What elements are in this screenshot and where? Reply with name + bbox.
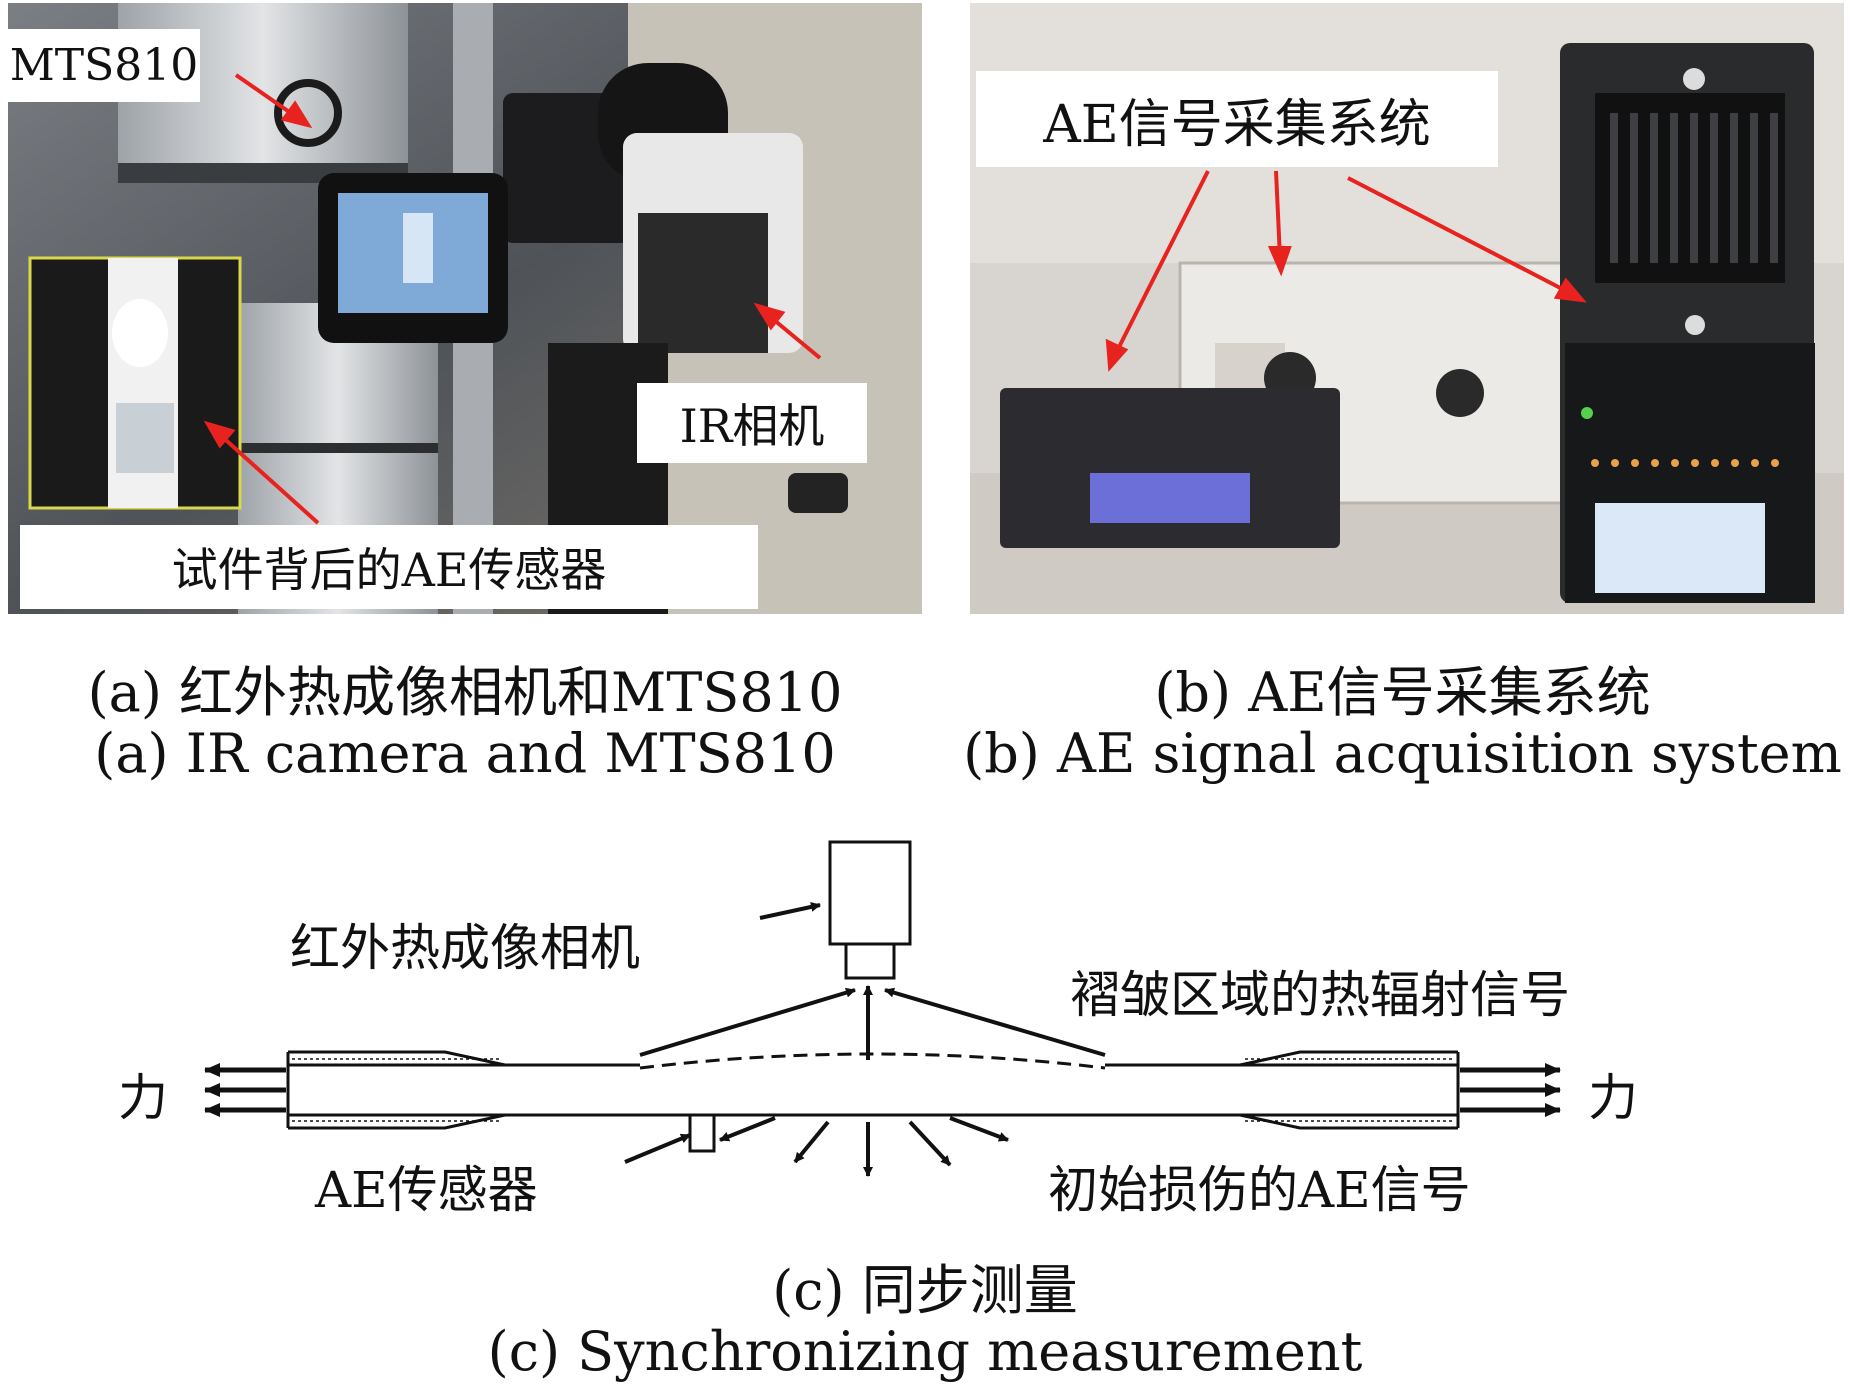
- label-wrinkle-thermal-signal: 褶皱区域的热辐射信号: [1070, 966, 1570, 1024]
- callout-mts810: MTS810: [8, 29, 200, 102]
- arrow-to-sensor: [216, 431, 320, 525]
- arrow-to-panel-head: [1267, 246, 1292, 277]
- label-force-left: 力: [118, 1069, 168, 1127]
- caption-a-english: (a) IR camera and MTS810: [94, 722, 836, 785]
- callout-ir-camera: IR相机: [637, 383, 867, 463]
- force-arrows: [204, 1063, 1561, 1117]
- caption-c-english: (c) Synchronizing measurement: [487, 1320, 1363, 1383]
- label-ir-camera: 红外热成像相机: [290, 919, 640, 977]
- ir-camera-lens: [844, 942, 896, 980]
- arrow-to-tower-head: [1553, 277, 1587, 303]
- photo-b-callout-arrows: [1105, 170, 1587, 372]
- arrow-to-panel: [1274, 170, 1282, 259]
- arrow-to-ir-camera-head: [753, 302, 786, 331]
- photo-ae-acquisition-system: AE信号采集系统: [970, 3, 1844, 614]
- wrinkle-dashed-curve: [639, 1052, 1106, 1070]
- caption-c-chinese: (c) 同步测量: [772, 1259, 1078, 1322]
- photo-a-callout-arrows: [203, 73, 822, 525]
- arrow-to-instrument: [1113, 170, 1210, 356]
- arrow-to-sensor-head: [203, 420, 236, 449]
- photo-ir-camera-and-mts810: MTS810 IR相机 试件背后的AE传感器: [8, 3, 922, 614]
- ae-signal-arrows: [719, 1116, 1009, 1177]
- callout-ae-acquisition-system: AE信号采集系统: [976, 71, 1498, 167]
- caption-b-chinese: (b) AE信号采集系统: [1154, 661, 1651, 724]
- leader-arrows: [624, 902, 821, 1164]
- ae-sensor-body: [688, 1113, 716, 1153]
- label-force-right: 力: [1588, 1069, 1638, 1127]
- callout-sensor-behind-specimen: 试件背后的AE传感器: [20, 525, 758, 609]
- wrinkle-region-mask: [640, 1058, 1105, 1074]
- thermal-arrows: [639, 985, 1106, 1060]
- grip-texture: [292, 1058, 1454, 1122]
- label-ae-sensor: AE传感器: [315, 1161, 538, 1219]
- arrow-to-tower: [1347, 176, 1571, 295]
- arrow-to-instrument-head: [1105, 338, 1129, 372]
- specimen: [286, 1050, 1460, 1130]
- ir-camera-body: [828, 840, 912, 946]
- leader-to-ae-sensor: [624, 1133, 691, 1164]
- caption-a-chinese: (a) 红外热成像相机和MTS810: [87, 661, 843, 724]
- leader-to-camera: [759, 902, 821, 920]
- arrow-to-mts810-head: [280, 100, 313, 129]
- caption-b-english: (b) AE signal acquisition system: [963, 722, 1842, 785]
- label-initial-damage-ae-signal: 初始损伤的AE信号: [1048, 1161, 1471, 1219]
